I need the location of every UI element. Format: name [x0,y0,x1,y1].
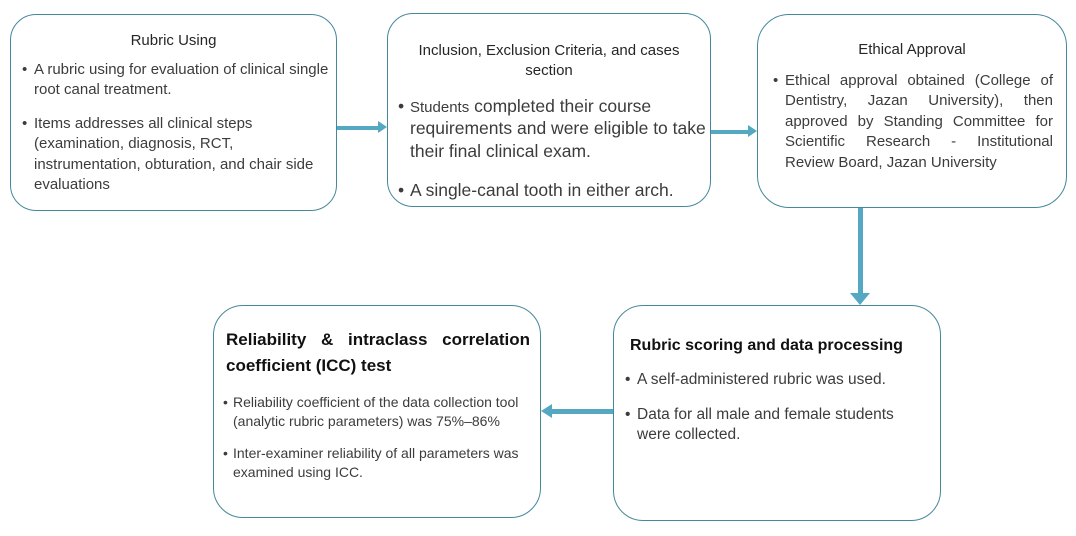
box-title: Ethical Approval [858,41,966,58]
arrow-shaft [337,126,379,130]
list-item: • A rubric using for evaluation of clini… [22,60,330,101]
bullet-icon: • [398,95,405,116]
bullet-icon: • [398,179,405,200]
box-title: Reliability & intraclass correlation coe… [226,330,530,376]
bullet-icon: • [22,61,28,78]
bullet-text: Inter-examiner reliability of all parame… [233,445,519,481]
bullet-text: Items addresses all clinical steps (exam… [34,114,314,193]
list-item: • Inter-examiner reliability of all para… [223,444,539,482]
box-title: Inclusion, Exclusion Criteria, and cases… [418,42,680,80]
bullet-text: A self-administered rubric was used. [637,371,886,388]
bullet-icon: • [223,393,228,410]
flowchart-box-rubric-scoring: Rubric scoring and data processing • A s… [613,305,941,521]
flowchart-box-rubric-using: Rubric Using • A rubric using for evalua… [10,14,337,211]
connector-arrow-right-icon [337,121,387,134]
box-title: Rubric Using [130,32,217,49]
box-body: • Reliability coefficient of the data co… [223,393,539,483]
bullet-icon: • [625,405,631,423]
box-body: • Students completed their course requir… [398,95,706,202]
arrow-shaft [857,208,863,293]
bullet-text: Data for all male and female students we… [637,405,894,444]
list-item: • A single-canal tooth in either arch. [398,179,706,202]
box-title: Rubric scoring and data processing [630,337,903,354]
arrow-head [850,293,870,305]
connector-arrow-right-icon [711,125,757,138]
flowchart-box-ethical-approval: Ethical Approval • Ethical approval obta… [757,14,1067,208]
arrow-head [748,125,757,137]
bullet-icon: • [773,72,779,89]
arrow-shaft [552,409,613,414]
box-body: • A self-administered rubric was used. •… [625,370,922,446]
bullet-text: A rubric using for evaluation of clinica… [34,61,329,99]
connector-arrow-down-icon [850,208,870,305]
bullet-text: Students completed their course requirem… [410,95,706,163]
bullet-icon: • [223,445,228,462]
bullet-icon: • [22,114,28,132]
bullet-text: A single-canal tooth in either arch. [410,179,674,200]
bullet-icon: • [625,371,631,388]
bullet-text-rest: completed their course requirements and … [410,95,706,162]
flowchart-box-reliability-icc: Reliability & intraclass correlation coe… [213,305,541,518]
box-body: • A rubric using for evaluation of clini… [22,60,330,195]
list-item: • Ethical approval obtained (College of … [773,71,1053,173]
box-body: • Ethical approval obtained (College of … [773,71,1053,173]
arrow-head [378,121,387,133]
flowchart-box-inclusion-exclusion: Inclusion, Exclusion Criteria, and cases… [387,13,711,207]
bullet-text-lead: Students [410,98,470,116]
list-item: • Reliability coefficient of the data co… [223,393,539,431]
bullet-text: Reliability coefficient of the data coll… [233,393,519,429]
list-item: • A self-administered rubric was used. [625,370,922,391]
connector-arrow-left-icon [541,404,613,419]
arrow-head [541,404,552,418]
list-item: • Items addresses all clinical steps (ex… [22,114,330,196]
list-item: • Students completed their course requir… [398,95,706,163]
list-item: • Data for all male and female students … [625,405,922,446]
bullet-text: Ethical approval obtained (College of De… [785,72,1053,171]
arrow-shaft [711,130,749,134]
